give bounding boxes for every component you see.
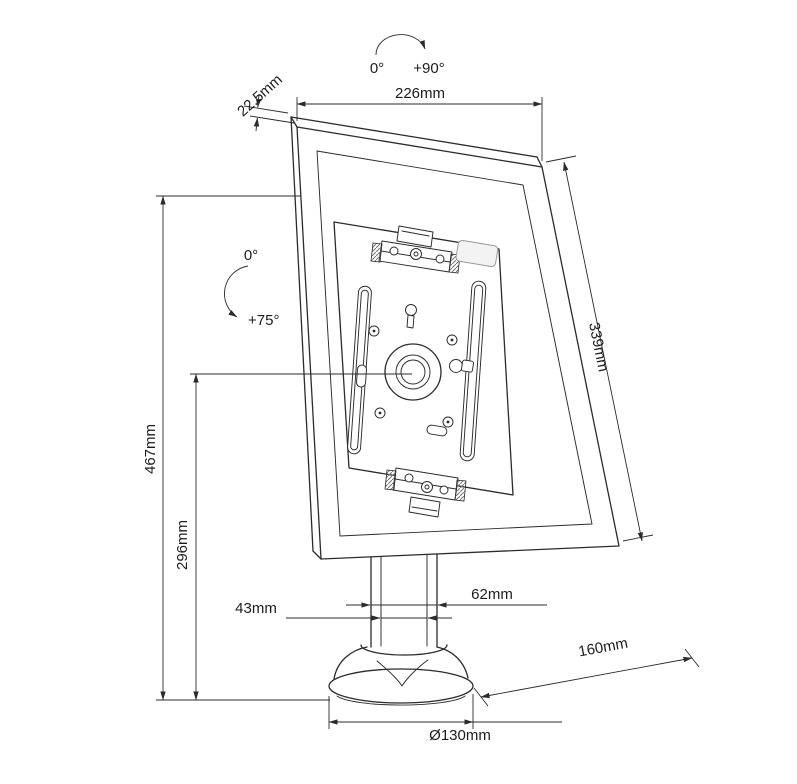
top-clamp-tab: [396, 225, 434, 248]
thickness-arrow-b: [255, 93, 262, 108]
lock-pin-shaft: [406, 314, 415, 329]
base-depth-dimension-line: [480, 656, 693, 699]
rotation-min-label: 0°: [370, 60, 384, 77]
dimension-column-outer: 62mm: [346, 586, 547, 613]
thumbscrew-head: [449, 359, 463, 373]
dimension-center-height: 296mm: [174, 373, 412, 701]
thickness-arrow-a: [253, 117, 260, 132]
dimension-base-depth: 160mm: [473, 635, 700, 707]
mounting-plate: [333, 221, 514, 518]
stand-base: [328, 644, 474, 706]
center-hub: [384, 343, 442, 401]
base-collar: [360, 644, 448, 656]
screw-bottom-left-dot: [378, 411, 382, 415]
column-inner-label: 43mm: [235, 600, 277, 617]
screw-top-left-dot: [372, 329, 376, 333]
dimension-total-height: 467mm: [142, 195, 330, 701]
thumbscrew-body: [461, 359, 474, 373]
bottom-clamp-tab: [408, 496, 441, 518]
top-clamp-screw-left: [389, 246, 399, 256]
rotation-range-top: 0° +90°: [370, 34, 445, 77]
top-clamp-screw-right: [435, 254, 445, 264]
slot-pill-bottom: [426, 424, 448, 437]
total-height-label: 467mm: [142, 424, 159, 474]
screw-bottom-right-dot: [446, 420, 450, 424]
bottom-clamp-screw-center: [421, 481, 433, 493]
bottom-clamp: [384, 467, 467, 518]
column-outer-label: 62mm: [471, 586, 513, 603]
lock-pin: [405, 304, 417, 329]
top-clamp: [370, 225, 461, 274]
enclosure-corner-top-right: [536, 156, 543, 168]
bottom-clamp-screw-center-pin: [424, 484, 430, 490]
bottom-clamp-flange-right: [454, 479, 467, 502]
dimension-edge-thickness: 22.5mm: [234, 71, 295, 132]
thickness-extension-a: [249, 115, 295, 124]
top-clamp-flange-left: [370, 242, 383, 263]
panel-height-extension-bottom: [622, 534, 654, 542]
hub-outer-ring: [384, 343, 442, 401]
slot-pill-left: [356, 364, 367, 388]
base-rim: [336, 695, 466, 706]
dimension-column-inner: 43mm: [235, 600, 452, 626]
lock-pin-head: [405, 304, 417, 316]
base-dome-crease: [376, 659, 429, 687]
tilt-max-label: +75°: [248, 312, 279, 329]
panel-height-extension-top: [545, 155, 577, 163]
bottom-clamp-flange-left: [384, 469, 397, 491]
width-label: 226mm: [395, 85, 445, 102]
tilt-min-label: 0°: [244, 247, 258, 264]
top-clamp-screw-center: [410, 248, 422, 260]
enclosure-back-top-edge: [290, 116, 538, 158]
enclosure-corner-bottom-left: [312, 550, 322, 560]
rotation-max-label: +90°: [413, 60, 444, 77]
tilt-arrow: [224, 265, 249, 318]
bottom-clamp-tab-line: [411, 506, 438, 512]
thickness-extension-b: [243, 105, 289, 114]
enclosure-back-left-edge: [290, 116, 314, 552]
center-height-label: 296mm: [174, 520, 191, 570]
stand-column: [370, 549, 438, 648]
enclosure-corner-top-left: [290, 116, 298, 128]
camera-window: [455, 239, 499, 268]
hub-inner-ring: [400, 359, 426, 385]
bottom-clamp-screw-left: [404, 473, 414, 483]
rotation-range-tilt: 0° +75°: [224, 247, 279, 329]
bottom-clamp-screw-right: [439, 485, 449, 495]
base-depth-label: 160mm: [577, 635, 629, 661]
thickness-label: 22.5mm: [234, 71, 286, 120]
screw-top-right-dot: [450, 338, 454, 342]
hub-middle-ring: [395, 354, 431, 390]
dimension-base-diameter: Ø130mm: [328, 694, 562, 744]
rotation-arrow: [375, 34, 426, 56]
base-skirt: [328, 668, 474, 704]
vesa-screws: [368, 325, 458, 428]
base-dome-right: [436, 646, 469, 679]
dimension-width: 226mm: [296, 85, 543, 161]
panel-height-label: 339mm: [585, 321, 612, 373]
side-thumbscrew: [449, 359, 474, 373]
top-clamp-tab-line: [401, 230, 430, 237]
top-clamp-screw-center-pin: [413, 251, 419, 257]
base-diameter-label: Ø130mm: [429, 727, 491, 744]
panel-height-dimension-line: [563, 161, 643, 542]
